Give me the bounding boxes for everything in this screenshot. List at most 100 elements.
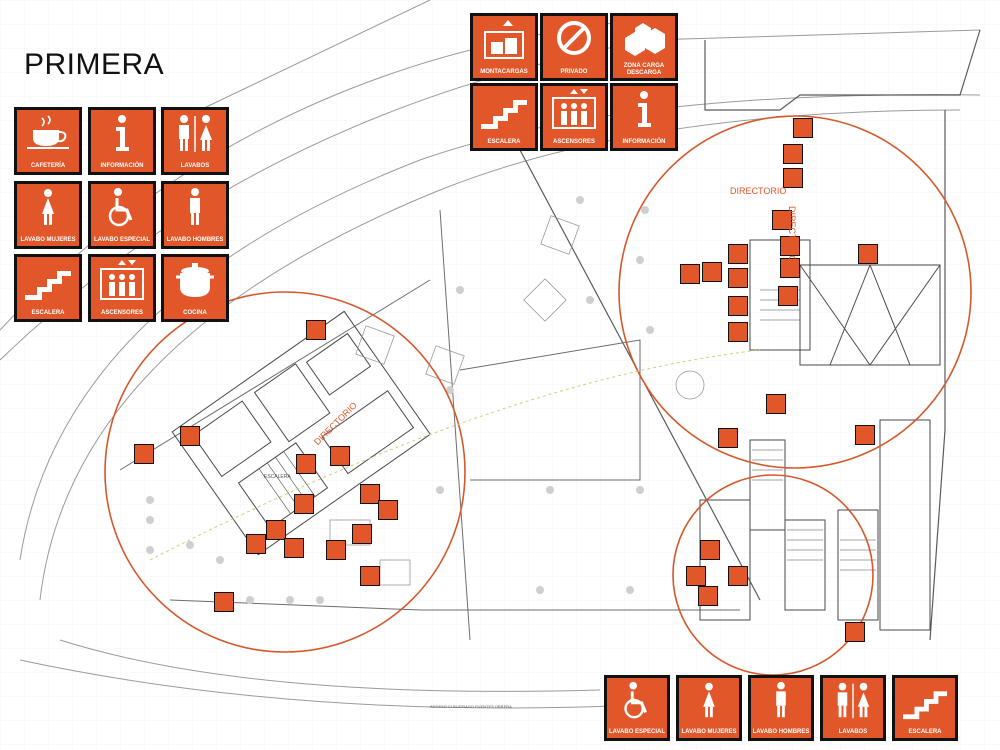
map-marker-man [246,534,266,554]
sign-label: ASCENSORES [552,139,595,145]
elevator-icon [100,260,144,300]
map-marker-info [793,118,813,138]
wheelchair-icon [624,681,647,719]
sign-label: INFORMACIÓN [100,163,144,169]
sign-label: LAVABO HOMBRES [752,729,810,735]
sign-label: ESCALERA [908,729,942,735]
sign-lavabo-hombres: LAVABO HOMBRES [748,675,814,741]
access-label: ACCESO C/ BUITRAGO FUENTES OBRERA [430,704,512,709]
map-marker-stairs [360,566,380,586]
sign-label: ESCALERA [487,139,521,145]
map-marker-stairs [296,454,316,474]
map-marker-wheelchair [284,538,304,558]
map-marker-restroom [686,566,706,586]
sign-informacion: INFORMACIÓN [88,107,156,175]
sign-zona-carga: ZONA CARGA DESCARGA [610,13,678,81]
sign-ascensores: ASCENSORES [88,254,156,322]
map-marker-woman [326,540,346,560]
map-marker-cafe [180,426,200,446]
map-marker-stairs [780,236,800,256]
sign-lavabos: LAVABOS [161,107,229,175]
map-marker-loading [766,394,786,414]
no-entry-icon [557,21,591,55]
sign-lavabo-hombres: LAVABO HOMBRES [161,181,229,249]
map-marker-elevator [702,262,722,282]
info-icon [116,115,129,151]
map-marker-wheelchair [728,566,748,586]
map-marker-woman [266,520,286,540]
elevator-icon [552,89,596,129]
map-marker-cafe [134,444,154,464]
map-marker-stairs [680,264,700,284]
sign-label: PRIVADO [560,69,588,75]
woman-icon [42,189,54,225]
floor-title: PRIMERA [24,48,165,81]
sign-label: MONTACARGAS [480,69,528,75]
sign-lavabo-mujeres: LAVABO MUJERES [676,675,742,741]
map-marker-stairs [783,144,803,164]
map-marker-elevator [378,500,398,520]
directorio-label: DIRECTORIO [730,186,787,196]
map-marker-elevator [330,446,350,466]
sign-label: COCINA [183,310,207,316]
sign-label: ZONA CARGA DESCARGA [623,63,665,76]
sign-escalera: ESCALERA [14,254,82,322]
map-marker-stairs [845,622,865,642]
map-marker-info [306,320,326,340]
sign-label: LAVABOS [180,163,210,169]
woman-icon [703,682,715,718]
map-marker-elevator [352,524,372,544]
map-marker-stairs [778,286,798,306]
sign-ascensores: ASCENSORES [540,83,608,151]
sign-label: LAVABO ESPECIAL [608,729,666,735]
sign-label: ESCALERA [31,310,65,316]
map-marker-stairs [360,484,380,504]
freight-elevator-icon [484,20,524,59]
sign-label: LAVABO ESPECIAL [93,237,151,243]
cup-icon [27,115,69,149]
restroom-icon [837,682,870,719]
sign-label: CAFETERÍA [30,163,66,169]
man-icon [190,188,200,225]
map-marker-restroom [698,586,718,606]
map-marker-elevator [780,258,800,278]
map-marker-private [858,244,878,264]
map-marker-freight [718,428,738,448]
directorio-label: DIRECTORIO [787,206,797,263]
wheelchair-icon [108,188,133,227]
sign-privado: PRIVADO [540,13,608,81]
sign-cafeteria: CAFETERÍA [14,107,82,175]
sign-lavabo-especial: LAVABO ESPECIAL [88,181,156,249]
sign-lavabos: LAVABOS [820,675,886,741]
pot-icon [176,263,214,297]
map-marker-freight [728,322,748,342]
sign-escalera: ESCALERA [892,675,958,741]
map-marker-elevator [728,268,748,288]
boxes-icon [625,23,665,56]
sign-montacargas: MONTACARGAS [470,13,538,81]
sign-informacion: INFORMACIÓN [610,83,678,151]
map-marker-stairs [214,592,234,612]
sign-label: LAVABO MUJERES [681,729,737,735]
map-marker-elevator [772,210,792,230]
sign-label: INFORMACIÓN [622,139,666,145]
sign-label: LAVABO HOMBRES [166,237,224,243]
man-icon [776,681,786,718]
sign-cocina: COCINA [161,254,229,322]
sign-escalera: ESCALERA [470,83,538,151]
map-marker-loading [855,425,875,445]
stairs-icon [903,691,947,720]
stairs-icon [25,271,71,300]
map-marker-stairs [728,296,748,316]
map-marker-wheelchair [700,540,720,560]
sign-label: LAVABO MUJERES [20,237,76,243]
info-icon [638,91,651,127]
sign-lavabo-mujeres: LAVABO MUJERES [14,181,82,249]
map-marker-restroom [294,494,314,514]
sign-label: LAVABOS [838,729,868,735]
map-marker-elevator [728,244,748,264]
sign-lavabo-especial: LAVABO ESPECIAL [604,675,670,741]
map-marker-elevator [783,168,803,188]
escalera-label: ESCALERA [264,474,291,480]
stairs-icon [481,100,527,129]
